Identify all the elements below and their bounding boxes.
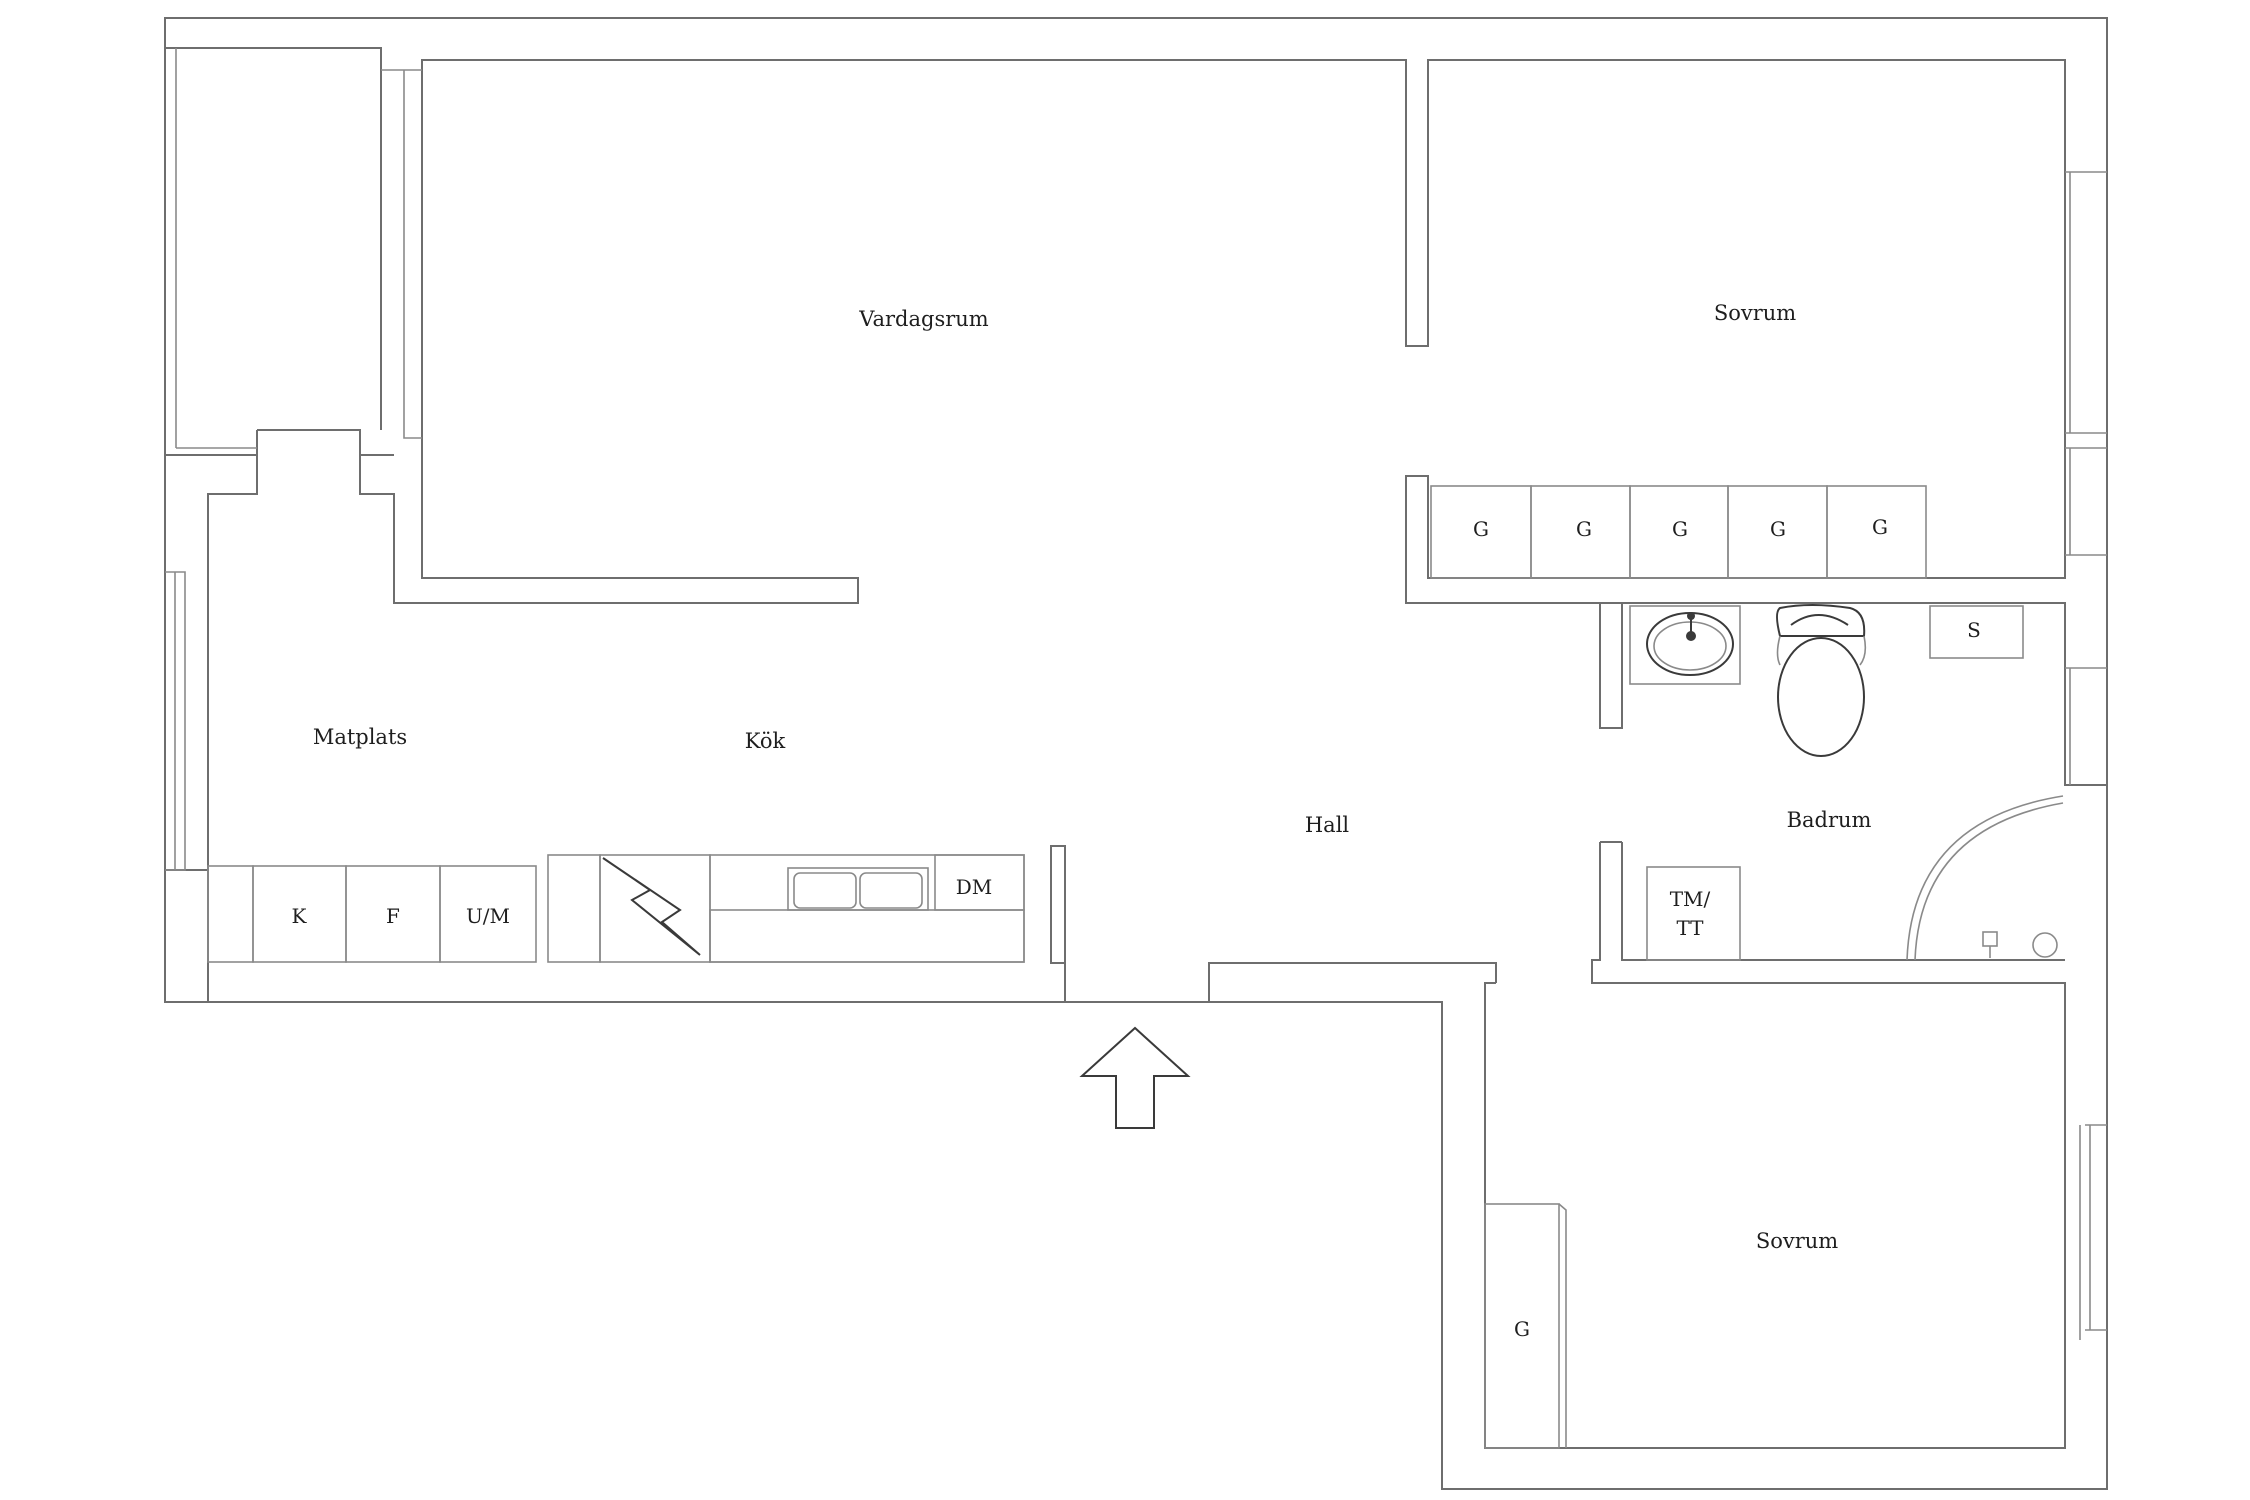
dishwasher-label: DM (956, 875, 993, 899)
wardrobe-label: G (1770, 517, 1786, 541)
storage-label: S (1967, 618, 1981, 642)
fixture-labels: G G G G G G K F U/M DM S TM/ TT (292, 515, 1981, 1341)
room-label-kok: Kök (745, 729, 786, 753)
freezer-label: F (386, 904, 400, 928)
washer-label: TM/ (1670, 887, 1711, 911)
washbasin-icon (1629, 605, 1741, 685)
room-label-sovrum-top: Sovrum (1714, 301, 1796, 325)
balcony (165, 47, 422, 449)
stove-icon (602, 857, 701, 956)
wardrobe-label: G (1576, 517, 1592, 541)
bedroom-wardrobe (1484, 1203, 1567, 1449)
outer-walls (164, 17, 2108, 1490)
room-label-vardagsrum: Vardagsrum (858, 307, 989, 331)
wardrobe-label: G (1514, 1317, 1530, 1341)
room-label-badrum: Badrum (1787, 808, 1872, 832)
room-label-sovrum-bottom: Sovrum (1756, 1229, 1838, 1253)
room-labels: Vardagsrum Sovrum Matplats Kök Hall Badr… (313, 301, 1872, 1253)
washer-dryer (1646, 866, 1741, 961)
toilet-icon (1776, 604, 1867, 757)
fridge-label: K (292, 904, 308, 928)
interior-walls (1050, 602, 2066, 1449)
windows (165, 171, 2107, 1340)
wardrobe-label: G (1672, 517, 1688, 541)
wardrobe-label: G (1872, 515, 1888, 539)
wardrobe-label: G (1473, 517, 1489, 541)
room-label-matplats: Matplats (313, 725, 407, 749)
dryer-label: TT (1676, 916, 1704, 940)
sink-icon (787, 867, 929, 911)
oven-microwave-label: U/M (466, 904, 510, 928)
wardrobes (1430, 485, 1927, 579)
room-label-hall: Hall (1305, 813, 1350, 837)
entrance-arrow-icon (1079, 1026, 1191, 1129)
storage-cabinet (1929, 605, 2024, 659)
shower-icon (1906, 795, 2064, 961)
